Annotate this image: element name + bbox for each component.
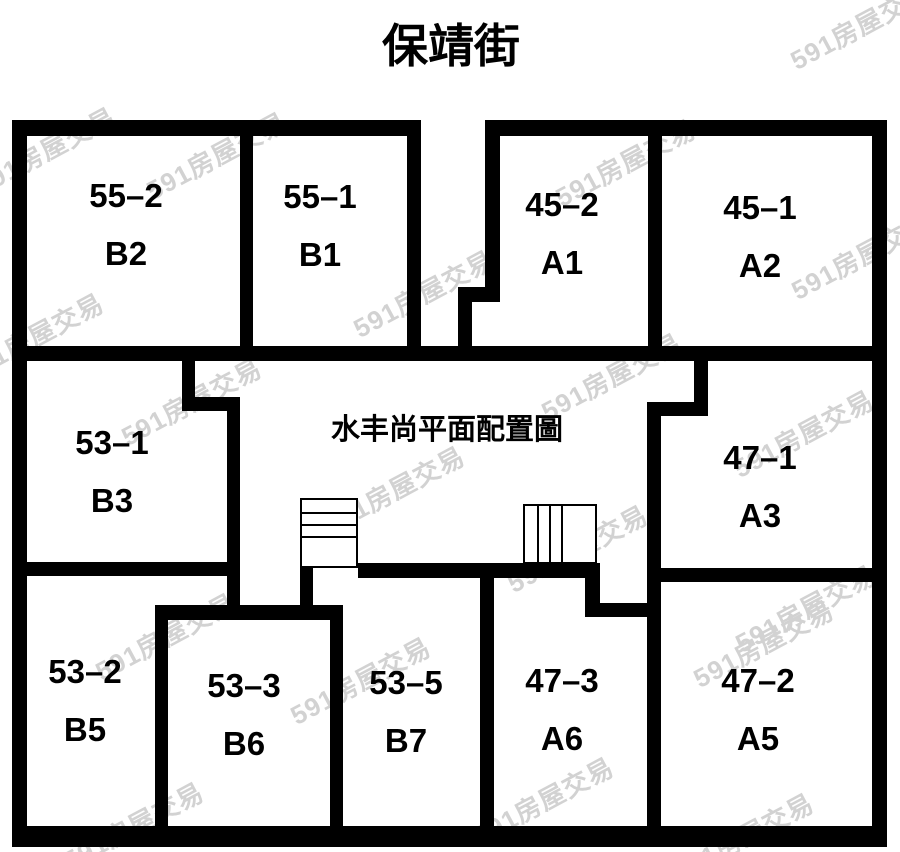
wall-a6-step-horizontal: [585, 603, 650, 617]
wall-right-outer: [872, 120, 887, 847]
room-number: 47–3: [525, 662, 599, 699]
room-47-3-a6: 47–3 A6: [525, 663, 598, 757]
stair-step-line: [549, 506, 551, 562]
staircase-right-icon: [523, 504, 597, 564]
room-unit: A5: [736, 720, 780, 757]
room-47-2-a5: 47–2 A5: [721, 663, 794, 757]
room-number: 55–1: [283, 178, 357, 215]
room-unit: B7: [384, 722, 428, 759]
wall-top-left-block: [12, 120, 421, 136]
room-number: 53–5: [369, 664, 443, 701]
room-number: 53–1: [75, 424, 149, 461]
wall-b3-right-lower: [227, 404, 240, 620]
wall-a1-left-lower: [458, 297, 472, 353]
wall-b6-left: [155, 605, 168, 828]
wall-b3-jog: [182, 397, 240, 411]
wall-a1-a2-separator: [648, 136, 662, 353]
room-unit: A2: [738, 247, 782, 284]
room-unit: A1: [540, 244, 584, 281]
room-45-1-a2: 45–1 A2: [723, 190, 796, 284]
wall-b7-right: [480, 563, 494, 828]
wall-bottom-outer: [12, 826, 887, 847]
room-unit: B6: [222, 725, 266, 762]
wall-b3-bottom: [12, 562, 240, 576]
room-number: 53–3: [207, 667, 281, 704]
wall-a3-left-and-a6-a5-separator: [647, 409, 661, 828]
watermark: 591房屋交易: [785, 0, 900, 76]
room-number: 55–2: [89, 177, 163, 214]
room-unit: A3: [738, 497, 782, 534]
room-53-2-b5: 53–2 B5: [48, 654, 121, 748]
wall-leftblock-right: [407, 120, 421, 361]
room-unit: B1: [298, 236, 342, 273]
stair-step-line: [302, 524, 356, 526]
wall-b7-a6-top: [358, 563, 600, 578]
stair-step-line: [302, 536, 356, 538]
room-number: 47–2: [721, 662, 795, 699]
room-47-1-a3: 47–1 A3: [723, 440, 796, 534]
room-number: 45–1: [723, 189, 797, 226]
room-unit: B3: [90, 482, 134, 519]
room-55-1-b1: 55–1 B1: [283, 179, 356, 273]
room-55-2-b2: 55–2 B2: [89, 178, 162, 272]
wall-a3-bottom: [647, 568, 887, 582]
room-number: 47–1: [723, 439, 797, 476]
stair-step-line: [537, 506, 539, 562]
wall-left-outer: [12, 120, 27, 847]
room-unit: B2: [104, 235, 148, 272]
wall-a1-left-upper: [485, 120, 500, 302]
wall-b6-top: [155, 605, 343, 620]
wall-top-right-block: [485, 120, 887, 136]
wall-b6-right: [330, 605, 343, 828]
staircase-left-icon: [300, 498, 358, 568]
room-53-1-b3: 53–1 B3: [75, 425, 148, 519]
wall-below-stair-left: [300, 568, 313, 620]
stair-step-line: [561, 506, 563, 562]
room-number: 45–2: [525, 186, 599, 223]
room-53-3-b6: 53–3 B6: [207, 668, 280, 762]
room-45-2-a1: 45–2 A1: [525, 187, 598, 281]
street-title: 保靖街: [382, 20, 520, 72]
plan-title: 水丰尚平面配置圖: [330, 414, 564, 446]
room-unit: B5: [63, 711, 107, 748]
wall-toprow-bottom: [12, 346, 887, 361]
room-number: 53–2: [48, 653, 122, 690]
wall-a3-jog: [647, 402, 708, 416]
stair-step-line: [302, 512, 356, 514]
wall-b2-b1-separator: [240, 136, 253, 353]
room-53-5-b7: 53–5 B7: [369, 665, 442, 759]
wall-a3-left-upper: [694, 361, 708, 409]
wall-b3-right-upper: [182, 361, 195, 404]
room-unit: A6: [540, 720, 584, 757]
